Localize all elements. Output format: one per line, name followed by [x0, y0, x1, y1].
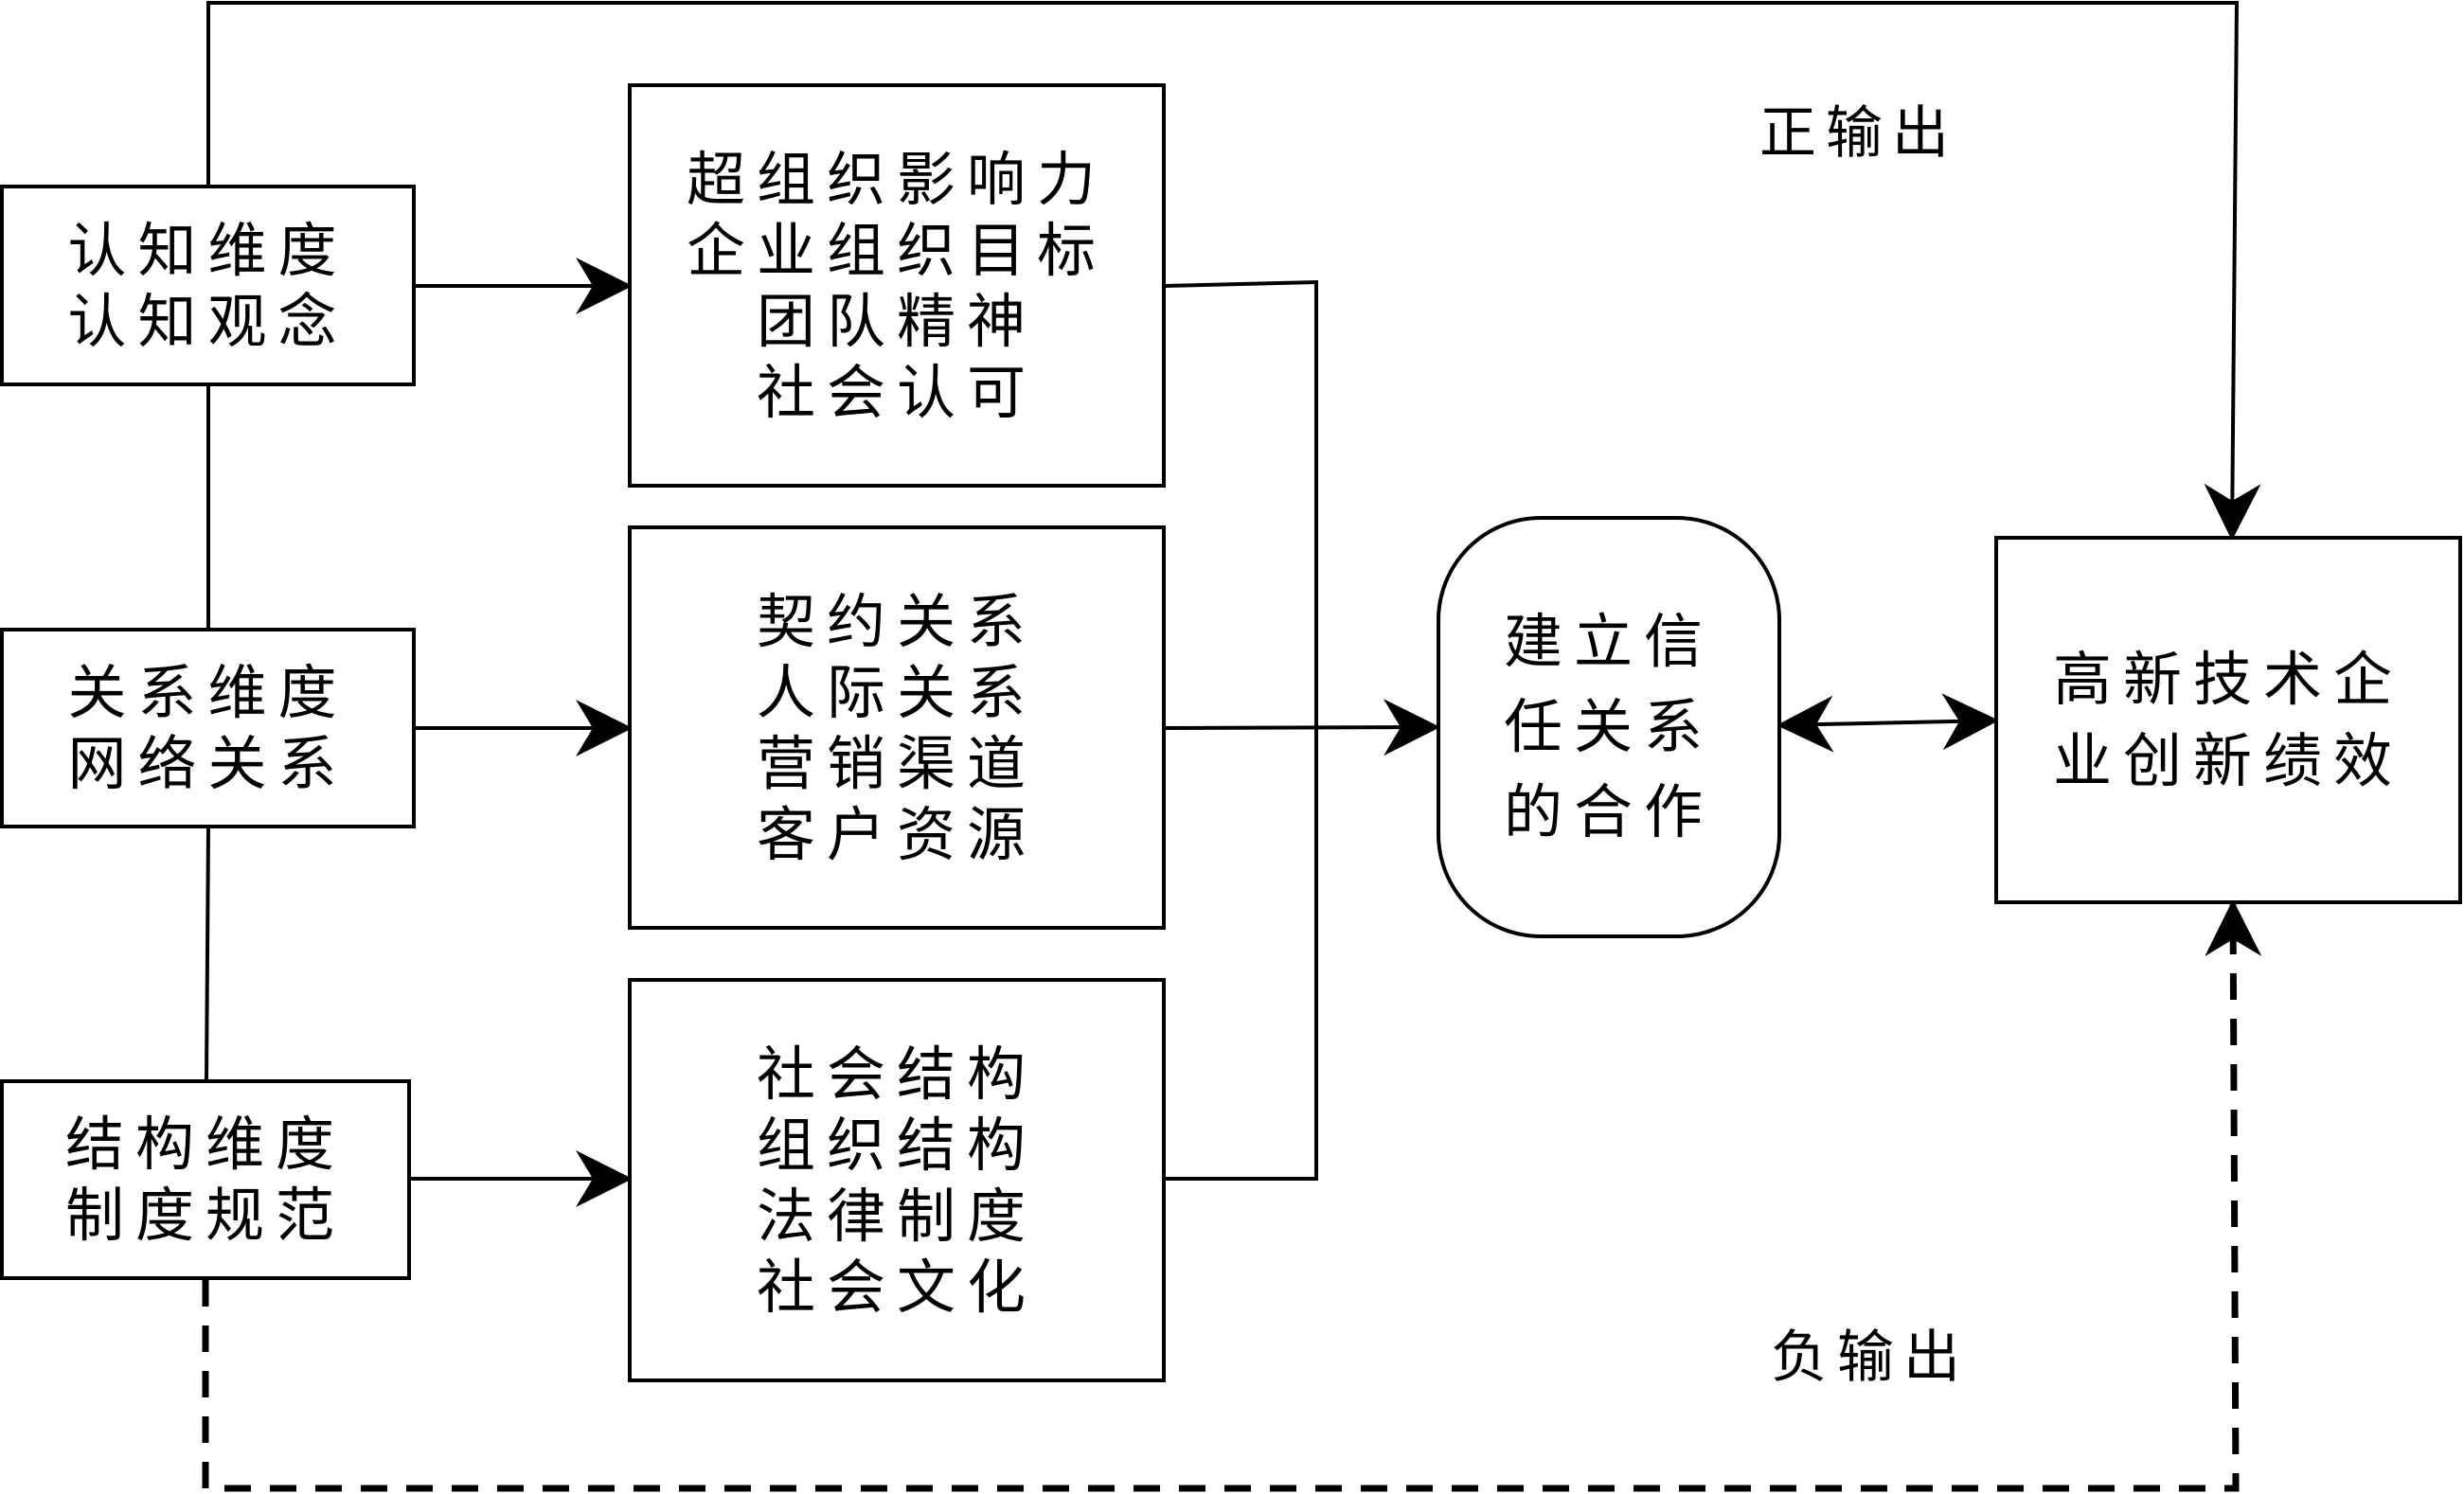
node-innovation-performance: 高新技术企 业创新绩效: [1994, 536, 2462, 904]
node-line: 任关系: [1503, 692, 1714, 761]
node-line: 社会结构: [756, 1039, 1037, 1109]
node-influence-goals: 超组织影响力 企业组织目标 团队精神 社会认可: [628, 83, 1166, 488]
node-line: 制度规范: [64, 1181, 346, 1250]
node-line: 营销渠道: [756, 728, 1037, 798]
node-trust-cooperation: 建立信 任关系 的合作: [1437, 516, 1781, 938]
node-line: 组织结构: [756, 1110, 1037, 1180]
node-line: 业创新绩效: [2052, 725, 2403, 795]
node-line: 结构维度: [64, 1110, 346, 1179]
node-contract-relations: 契约关系 人际关系 营销渠道 客户资源: [628, 525, 1166, 930]
node-line: 关系维度: [67, 658, 348, 727]
arrow-trust-performance: [1777, 693, 1999, 753]
node-cognitive-dimension: 认知维度 认知观念: [0, 185, 416, 386]
node-line: 网络关系: [67, 729, 348, 798]
node-line: 认知维度: [67, 215, 348, 285]
node-structural-dimension: 结构维度 制度规范: [0, 1079, 411, 1280]
node-line: 高新技术企: [2052, 644, 2403, 714]
negative-output-label: 负输出: [1771, 1325, 1970, 1391]
node-line: 社会文化: [756, 1252, 1037, 1322]
collector-bracket: [1163, 279, 1318, 1181]
node-line: 法律制度: [756, 1181, 1037, 1251]
node-line: 人际关系: [756, 657, 1037, 727]
node-line: 的合作: [1503, 777, 1714, 846]
node-line: 契约关系: [756, 586, 1037, 656]
node-social-structure: 社会结构 组织结构 法律制度 社会文化: [628, 978, 1166, 1382]
node-line: 建立信: [1503, 607, 1714, 676]
spine-relational-structural: [205, 827, 210, 1080]
positive-output-line: [206, 1, 2261, 541]
node-line: 客户资源: [756, 799, 1037, 869]
node-relational-dimension: 关系维度 网络关系: [0, 628, 416, 828]
arrow-to-trust: [1163, 699, 1440, 756]
node-line: 超组织影响力: [686, 144, 1107, 214]
positive-output-label: 正输出: [1759, 100, 1958, 167]
node-line: 认知观念: [67, 286, 348, 356]
node-line: 团队精神: [756, 286, 1037, 356]
node-line: 企业组织目标: [686, 215, 1107, 285]
node-line: 社会认可: [756, 357, 1037, 427]
negative-output-line: [202, 899, 2262, 1492]
